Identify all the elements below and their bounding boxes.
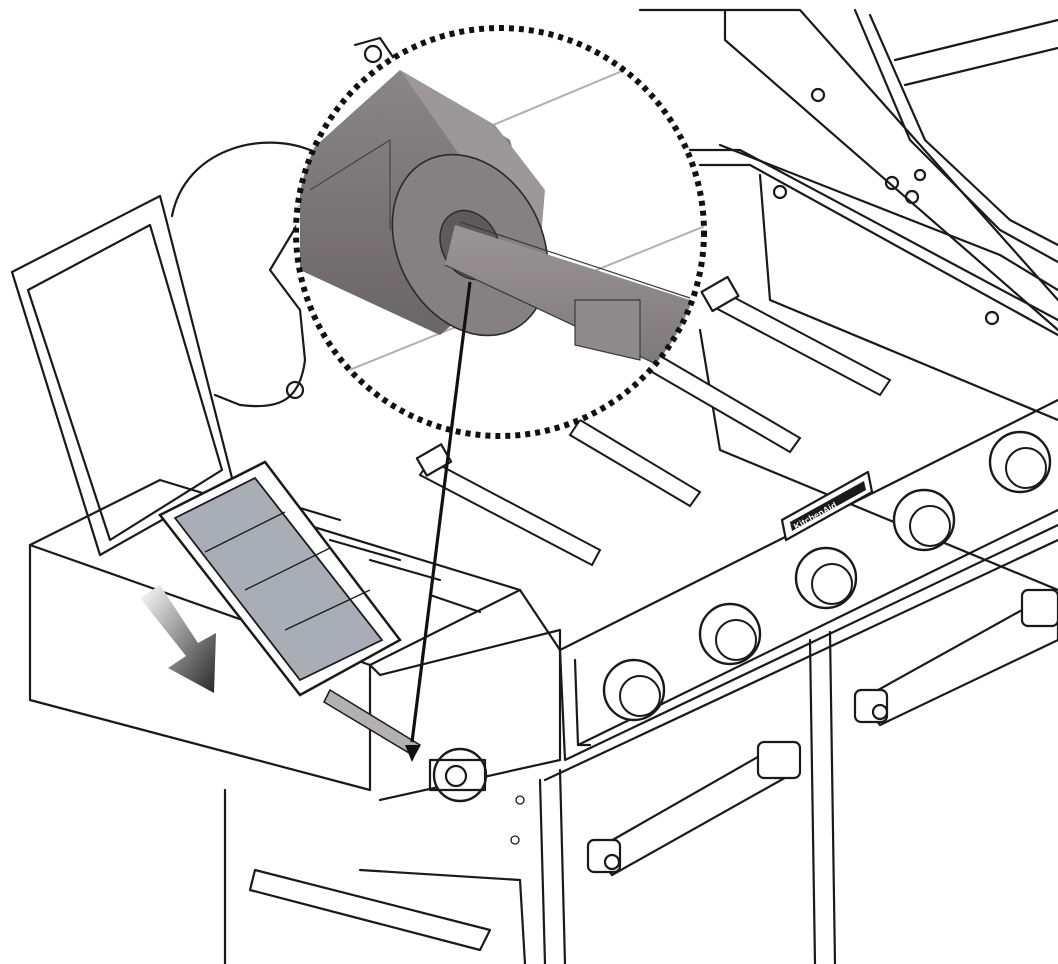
door-handle-right [853,588,1058,727]
grill-main-body: KitchenAid [518,8,1058,964]
knob-1 [602,658,666,722]
magnifier-border [293,25,707,439]
door-handle-left [586,740,802,877]
knob-2 [698,602,762,666]
knob-4 [892,488,956,552]
burner-cover [158,460,402,697]
burner-tubes [415,275,892,567]
close-direction-arrow [140,585,216,693]
callout-arrow [405,281,472,762]
magnifier-callout [293,25,707,439]
control-knobs [602,430,1052,722]
knob-5 [988,430,1052,494]
knob-3 [794,546,858,610]
